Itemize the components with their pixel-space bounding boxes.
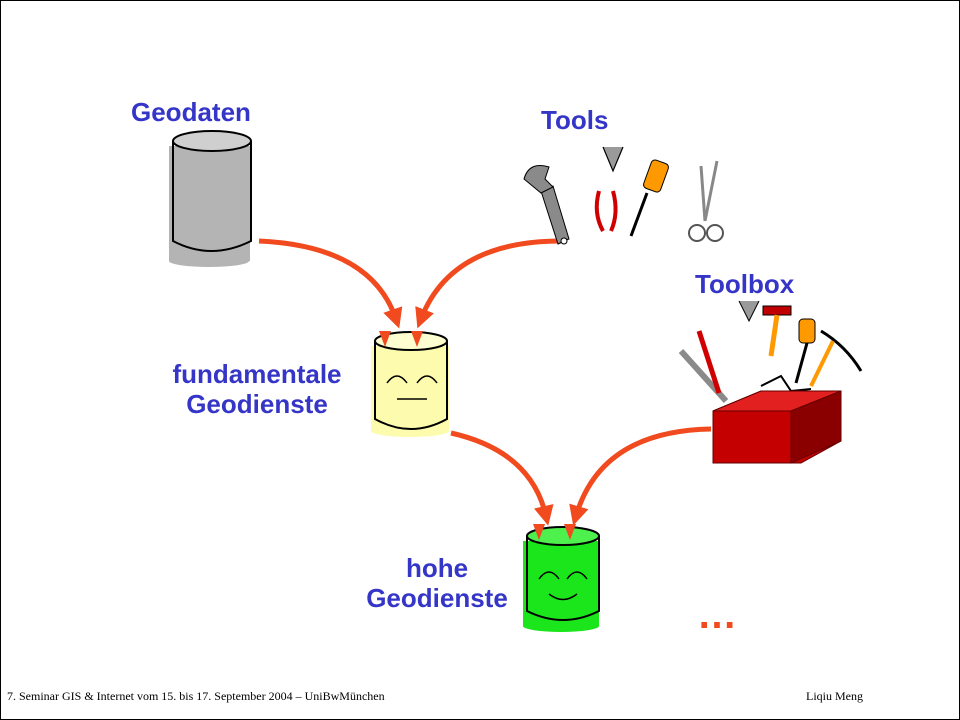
tools-label: Tools — [541, 105, 609, 135]
arrow-geodaten-to-fundamentale — [258, 238, 403, 329]
footer-right: Liqiu Meng — [806, 689, 863, 703]
toolbox-icon — [712, 390, 842, 464]
fundamentale-geodienste-label: fundamentale Geodienste — [149, 359, 365, 419]
ellipsis: … — [697, 593, 737, 637]
arrow-toolbox-to-hohe — [569, 426, 712, 526]
pliers-icon — [594, 146, 624, 232]
fundamentale-label-line1: fundamentale — [172, 359, 342, 389]
wrench-icon — [523, 165, 570, 245]
geodaten-label: Geodaten — [131, 97, 251, 127]
hohe-label-line1: hohe — [405, 553, 469, 583]
toolbox-tools-icon — [678, 300, 863, 404]
arrow-fundamentale-to-hohe — [450, 430, 554, 526]
tools-icon-group — [523, 146, 724, 245]
hohe-geodienste-label: hohe Geodienste — [355, 553, 519, 613]
toolbox-icon-group — [678, 300, 863, 464]
screwdriver-icon — [629, 159, 669, 237]
hohe-label-line2: Geodienste — [366, 583, 508, 613]
hohe-cylinder-icon — [523, 524, 600, 632]
arrow-tools-to-fundamentale — [415, 238, 562, 329]
toolbox-label: Toolbox — [695, 269, 795, 299]
geodaten-cylinder-icon — [169, 130, 252, 267]
fundamentale-cylinder-icon — [371, 331, 449, 437]
fundamentale-label-line2: Geodienste — [186, 389, 328, 419]
flow-arrows — [258, 238, 712, 526]
footer-left: 7. Seminar GIS & Internet vom 15. bis 17… — [7, 689, 385, 703]
scissors-icon — [688, 160, 724, 242]
